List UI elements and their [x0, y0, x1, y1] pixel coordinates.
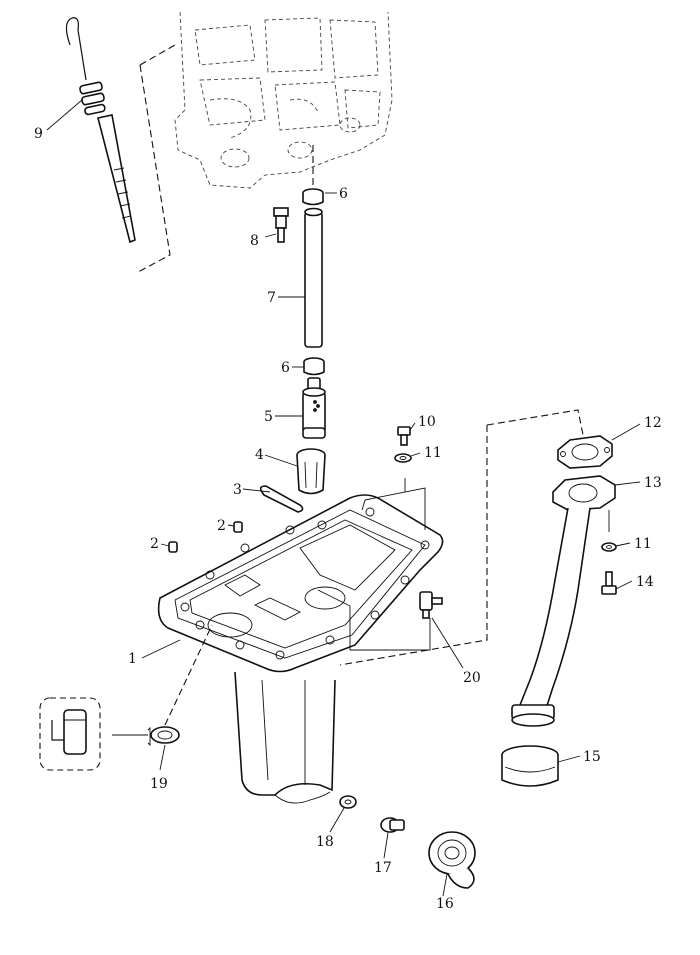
callout-18: 18 [316, 834, 334, 850]
callout-13: 13 [644, 475, 662, 491]
callout-14: 14 [636, 574, 654, 590]
exhaust-dash-leader [339, 425, 488, 666]
hose-nipple [419, 591, 443, 619]
callout-11-upper: 11 [424, 445, 442, 461]
callout-1: 1 [128, 651, 137, 667]
grommet [501, 745, 559, 787]
callout-16: 16 [436, 896, 454, 912]
bolt-leader-bracket [364, 478, 426, 530]
callout-8: 8 [250, 233, 259, 249]
callout-15: 15 [583, 749, 601, 765]
bolt-lower [601, 571, 617, 595]
gasket-strainer [259, 485, 304, 513]
callout-6-lower: 6 [281, 360, 290, 376]
oil-pan-casing [157, 494, 444, 804]
callout-9: 9 [34, 126, 43, 142]
callout-7: 7 [267, 290, 276, 306]
seal-dash-leader [164, 624, 213, 726]
dipstick-bracket [137, 64, 171, 273]
seal-bracket [147, 726, 151, 747]
dowel-pin-right [233, 521, 243, 533]
engine-block-outline [174, 11, 393, 189]
exhaust-pipe [511, 475, 616, 727]
callout-17: 17 [374, 860, 392, 876]
seal [150, 726, 180, 744]
small-seal [339, 795, 357, 809]
washer-lower [601, 542, 617, 552]
bushing [428, 831, 476, 889]
dowel-pin-left [168, 541, 178, 553]
callout-4: 4 [255, 447, 264, 463]
callout-11-lower: 11 [634, 536, 652, 552]
inset-detail-box [39, 697, 101, 771]
callout-20: 20 [463, 670, 481, 686]
callout-10: 10 [418, 414, 436, 430]
washer-upper [394, 453, 412, 463]
collar-lower [303, 357, 325, 376]
callout-2-right: 2 [217, 518, 226, 534]
oil-pipe [304, 207, 323, 348]
strainer-cup [296, 448, 326, 495]
exhaust-gasket [557, 435, 613, 469]
exhaust-dash-top [486, 409, 584, 436]
fitting-plug [273, 207, 289, 243]
bolt-upper [397, 426, 411, 446]
callout-5: 5 [264, 409, 273, 425]
collar-upper [302, 188, 324, 206]
drain-plug [380, 817, 405, 833]
callout-12: 12 [644, 415, 662, 431]
dipstick [65, 17, 136, 244]
callout-19: 19 [150, 776, 168, 792]
leader-lines [46, 99, 641, 897]
callout-2-left: 2 [150, 536, 159, 552]
callout-3: 3 [233, 482, 242, 498]
hose-bracket [317, 589, 431, 651]
strainer-body [302, 377, 326, 439]
callout-6-upper: 6 [339, 186, 348, 202]
callout-labels: 1 2 2 3 4 5 6 6 7 8 9 10 11 11 12 13 14 … [34, 126, 662, 912]
bolt-leader-left [361, 499, 366, 511]
dipstick-leader-top [139, 44, 176, 66]
